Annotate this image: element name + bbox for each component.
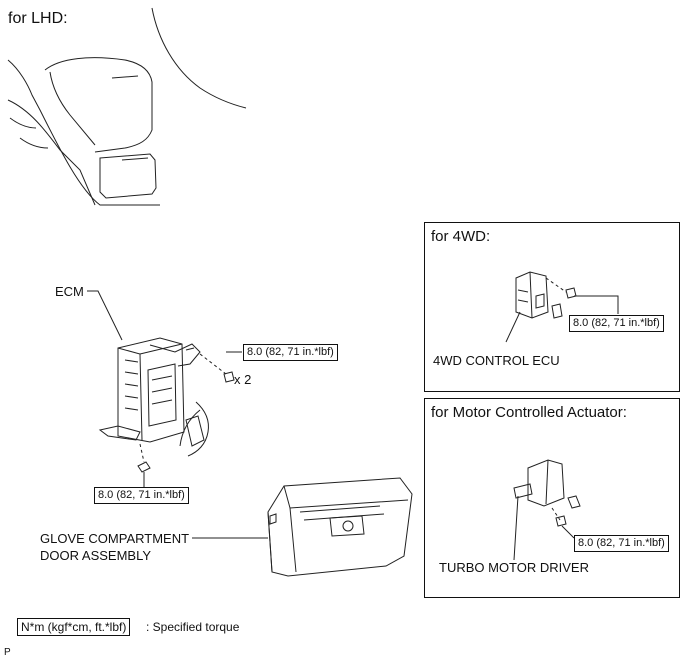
four-wd-torque-spec: 8.0 (82, 71 in.*lbf) xyxy=(569,315,664,332)
turbo-motor-driver-label: TURBO MOTOR DRIVER xyxy=(439,560,589,575)
torque-spec-upper: 8.0 (82, 71 in.*lbf) xyxy=(243,344,338,361)
legend-description: : Specified torque xyxy=(146,620,240,634)
four-wd-inset: for 4WD: 8.0 (82, 71 in.*lbf) 4WD CONTRO… xyxy=(424,222,680,392)
glove-compartment-drawing xyxy=(267,477,413,577)
ecm-drawing xyxy=(98,337,235,480)
turbo-motor-driver-drawing xyxy=(513,459,581,561)
ecm-label: ECM xyxy=(55,284,84,299)
motor-actuator-torque-spec: 8.0 (82, 71 in.*lbf) xyxy=(574,535,669,552)
motor-actuator-inset: for Motor Controlled Actuator: 8.0 (82, … xyxy=(424,398,680,598)
glove-compartment-label-line1: GLOVE COMPARTMENT xyxy=(40,531,190,546)
page-heading: for LHD: xyxy=(8,10,68,27)
glove-compartment-label-line2: DOOR ASSEMBLY xyxy=(40,548,152,563)
ecm-leader-line xyxy=(87,290,123,341)
four-wd-ecu-label: 4WD CONTROL ECU xyxy=(433,353,560,368)
legend-unit-box: N*m (kgf*cm, ft.*lbf) xyxy=(17,618,131,636)
footer-code: P xyxy=(4,647,11,658)
center-console-drawing xyxy=(7,7,247,206)
four-wd-ecu-drawing xyxy=(505,271,619,343)
motor-actuator-title: for Motor Controlled Actuator: xyxy=(431,404,627,421)
four-wd-title: for 4WD: xyxy=(431,228,491,245)
torque-spec-lower: 8.0 (82, 71 in.*lbf) xyxy=(94,487,189,504)
multiplier-label: x 2 xyxy=(234,372,252,387)
